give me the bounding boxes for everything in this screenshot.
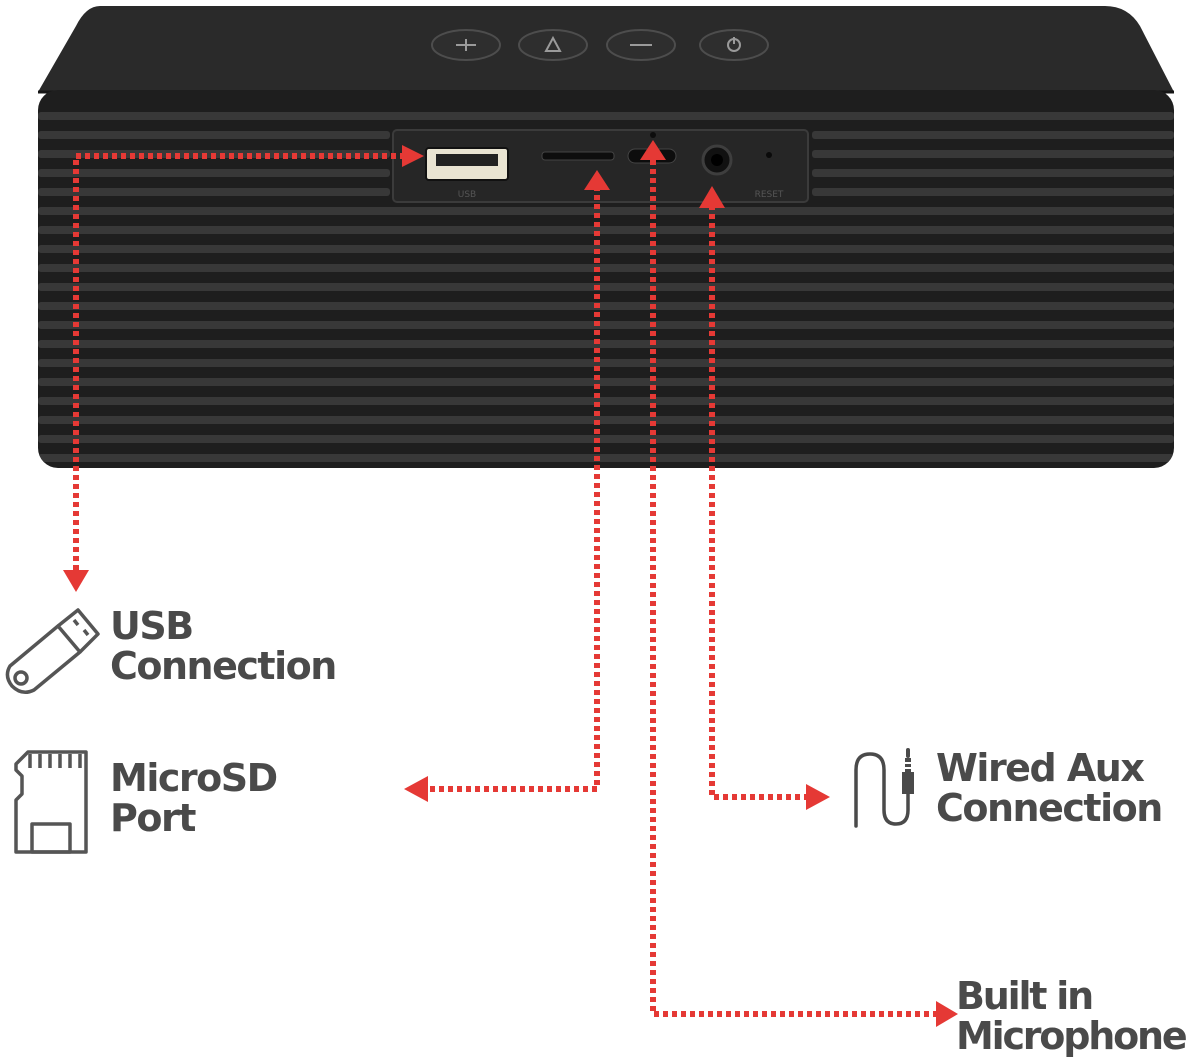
grille-rib — [38, 112, 1174, 120]
microsd-card-icon — [14, 750, 88, 854]
plus-button[interactable] — [431, 29, 501, 61]
microsd-slot — [541, 151, 615, 161]
microsd-port-label: MicroSD Port — [110, 756, 278, 840]
microsd-callout-line — [430, 190, 600, 792]
mic-arrow-port — [640, 140, 666, 160]
grille-rib — [38, 340, 1174, 348]
mic-label-line1: Built in — [956, 974, 1094, 1018]
grille-rib — [38, 302, 1174, 310]
microsd-arrow-label — [404, 776, 428, 802]
aux-jack — [701, 144, 733, 176]
grille-rib — [812, 169, 1174, 177]
speaker-top — [38, 6, 1174, 92]
mic-callout-line — [650, 160, 940, 1017]
grille-rib — [38, 188, 390, 196]
usb-arrow-port — [402, 145, 424, 167]
grille-rib — [38, 283, 1174, 291]
usb-port — [425, 147, 509, 181]
usb-connection-label: USB Connection — [110, 604, 337, 688]
grille-rib — [812, 131, 1174, 139]
minus-button[interactable] — [606, 29, 676, 61]
grille-rib — [38, 454, 1174, 462]
wired-aux-label: Wired Aux Connection — [936, 746, 1163, 830]
speaker-grille — [38, 112, 1174, 462]
built-in-microphone-label: Built in Microphone — [956, 974, 1188, 1058]
mic-label-line2: Microphone — [956, 1014, 1188, 1058]
grille-rib — [38, 131, 390, 139]
microphone-hole — [650, 132, 656, 138]
microsd-label-line2: Port — [110, 796, 196, 840]
grille-rib — [38, 169, 390, 177]
grille-rib — [38, 321, 1174, 329]
usb-label-line1: USB — [110, 604, 194, 648]
usb-port-label: USB — [458, 190, 476, 200]
aux-label-line1: Wired Aux — [936, 746, 1145, 790]
grille-rib — [812, 188, 1174, 196]
play-button[interactable] — [518, 29, 588, 61]
power-button[interactable] — [699, 29, 769, 61]
grille-rib — [38, 264, 1174, 272]
aux-cable-icon — [854, 748, 914, 828]
aux-label-line2: Connection — [936, 786, 1163, 830]
aux-arrow-port — [699, 186, 725, 208]
grille-rib — [38, 359, 1174, 367]
mic-arrow-label — [936, 1001, 958, 1027]
usb-flash-drive-icon — [5, 608, 100, 694]
grille-rib — [38, 416, 1174, 424]
microsd-label-line1: MicroSD — [110, 756, 278, 800]
aux-arrow-label — [806, 784, 830, 810]
reset-hole — [766, 152, 772, 158]
grille-rib — [38, 378, 1174, 386]
speaker-front — [38, 90, 1174, 468]
microsd-arrow-port — [584, 170, 610, 190]
grille-rib — [38, 226, 1174, 234]
grille-rib — [38, 245, 1174, 253]
grille-rib — [38, 435, 1174, 443]
usb-arrow-label — [63, 570, 89, 592]
grille-rib — [38, 207, 1174, 215]
grille-rib — [38, 397, 1174, 405]
reset-label: RESET — [755, 190, 784, 200]
usb-callout-line — [73, 153, 410, 570]
grille-rib — [812, 150, 1174, 158]
usb-label-line2: Connection — [110, 644, 337, 688]
